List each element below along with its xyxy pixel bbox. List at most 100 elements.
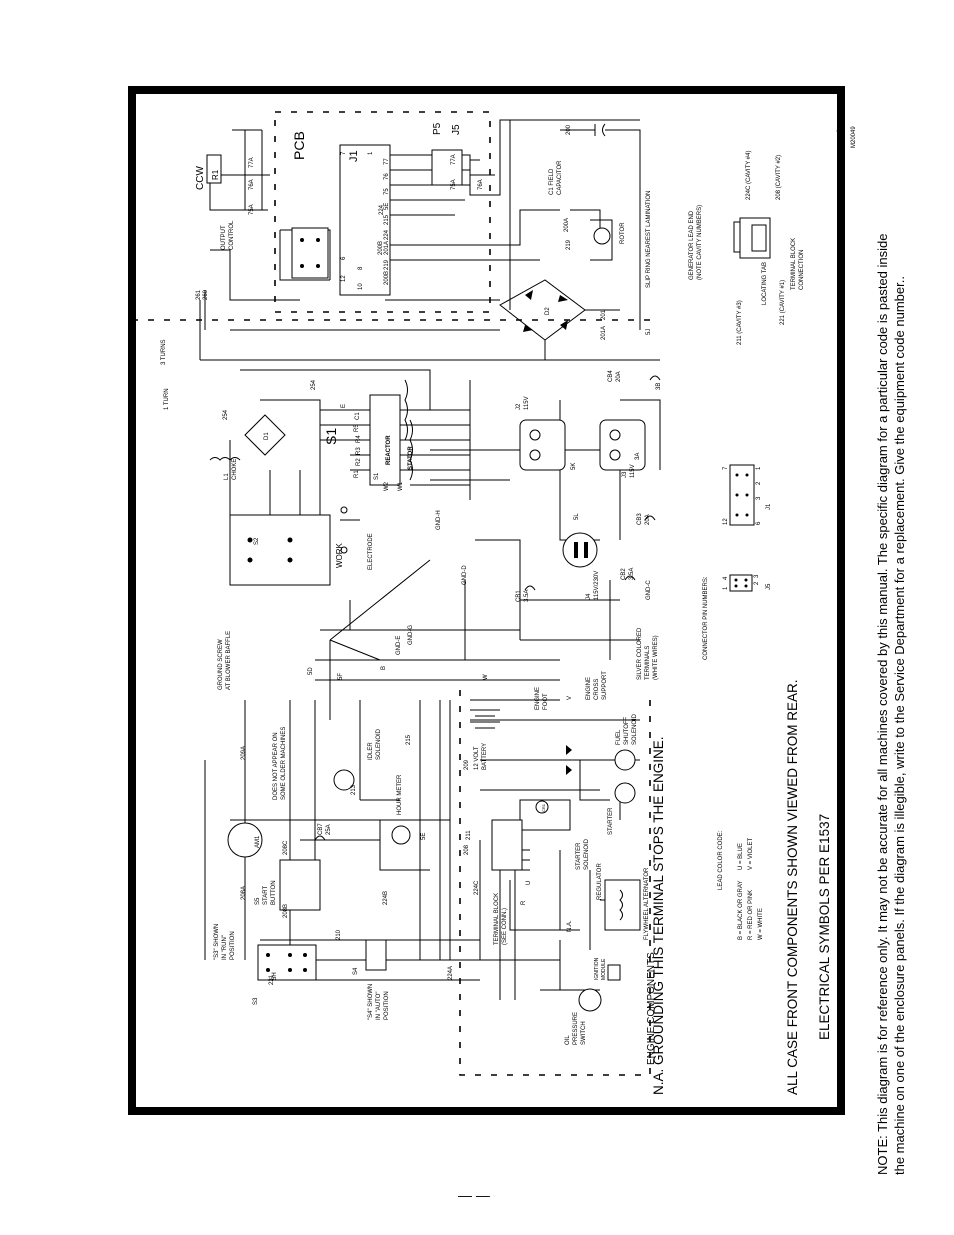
- choke-coil: [209, 457, 241, 461]
- s3-switch: [257, 944, 317, 981]
- svg-text:CONNECTION: CONNECTION: [799, 250, 805, 290]
- svg-text:SILVER COLORED: SILVER COLORED: [637, 627, 643, 680]
- wire-label: 77A: [249, 157, 255, 168]
- d1-bridge: [244, 414, 286, 456]
- j1-label: J1: [348, 150, 360, 162]
- wire-label: 77: [384, 158, 390, 165]
- svg-text:SOLENOID: SOLENOID: [376, 728, 382, 760]
- wire-label: B: [381, 666, 387, 670]
- j1-pin-number: 1: [756, 466, 762, 470]
- svg-text:SUPPORT: SUPPORT: [602, 671, 608, 700]
- j5-pin-number: 1: [723, 586, 729, 590]
- wire-label: 7: [341, 151, 347, 155]
- j2-receptacle: [519, 419, 566, 471]
- wire-label: 209: [464, 759, 470, 770]
- wire-label: 213: [351, 784, 357, 795]
- wire-label: 224B: [383, 891, 389, 905]
- wire-label: W: [483, 674, 489, 680]
- svg-text:CHOKE: CHOKE: [232, 459, 238, 480]
- svg-text:IN "RUN": IN "RUN": [222, 935, 228, 960]
- svg-text:BATTERY: BATTERY: [482, 743, 488, 770]
- svg-text:"S4" SHOWN: "S4" SHOWN: [368, 984, 374, 1020]
- wire-label: 75: [384, 188, 390, 195]
- svg-text:3.5A: 3.5A: [524, 590, 530, 602]
- wire-label: 76A: [249, 179, 255, 190]
- svg-text:LEAD COLOR CODE:: LEAD COLOR CODE:: [718, 830, 724, 890]
- svg-text:S5: S5: [255, 897, 261, 905]
- svg-text:LOCATING TAB: LOCATING TAB: [762, 262, 768, 305]
- electrode-label: ELECTRODE: [368, 533, 374, 570]
- svg-text:CROSS: CROSS: [594, 679, 600, 700]
- j5-pin-number: 3: [754, 574, 760, 578]
- svg-text:224C (CAVITY #4): 224C (CAVITY #4): [746, 151, 752, 200]
- wire-label: 215: [406, 734, 412, 745]
- s5-start-button: [279, 859, 321, 911]
- j1-pin-number: 7: [723, 466, 729, 470]
- wire-label: 209A: [241, 746, 247, 760]
- wire-label: 208: [464, 844, 470, 855]
- svg-text:(SEE CONN.): (SEE CONN.): [502, 908, 508, 945]
- svg-text:ENGINE COMPONENTS: ENGINE COMPONENTS: [646, 952, 657, 1065]
- svg-text:TERMINAL BLOCK: TERMINAL BLOCK: [791, 238, 797, 290]
- stator-coil: [409, 419, 413, 481]
- svg-text:D2: D2: [545, 307, 551, 315]
- svg-text:STARTER: STARTER: [608, 807, 614, 835]
- svg-text:the machine on one of the encl: the machine on one of the enclosure pane…: [892, 276, 907, 1175]
- svg-text:STARTER: STARTER: [576, 842, 582, 870]
- svg-text:211 (CAVITY #3): 211 (CAVITY #3): [737, 300, 743, 345]
- svg-text:J2: J2: [516, 403, 522, 410]
- svg-text:CB1: CB1: [516, 590, 522, 602]
- svg-text:B = BLACK OR GRAY: B = BLACK OR GRAY: [738, 881, 744, 940]
- reactor-coil: [404, 379, 408, 441]
- electrode-terminal: [340, 506, 348, 514]
- wire-label: 224: [384, 229, 390, 240]
- wire-label: R: [521, 900, 527, 905]
- wire-label: 219: [566, 239, 572, 250]
- j1-pin-number: 12: [723, 518, 729, 525]
- wire-label: S1: [374, 472, 380, 480]
- j4-receptacle: [562, 532, 598, 568]
- wire-label: 76: [384, 173, 390, 180]
- wire-label: 215: [384, 214, 390, 225]
- svg-text:3.5A: 3.5A: [629, 568, 635, 580]
- terminal-block: [491, 819, 523, 871]
- wire-label: 5H: [272, 972, 278, 980]
- symbols-note-text: ELECTRICAL SYMBOLS PER E1537: [817, 814, 832, 1040]
- svg-text:CB2: CB2: [621, 568, 627, 580]
- svg-text:OUTPUT: OUTPUT: [221, 225, 227, 250]
- wire-label: 10: [358, 283, 364, 290]
- wire-label: 261: [196, 289, 202, 300]
- svg-text:12 VOLT: 12 VOLT: [474, 746, 480, 770]
- wire-label: 208B: [283, 904, 289, 918]
- engine-components-label: ENGINE COMPONENTS: [646, 952, 657, 1065]
- svg-text:AT BLOWER BAFFLE: AT BLOWER BAFFLE: [226, 631, 232, 690]
- svg-text:A: A: [837, 129, 843, 133]
- svg-text:25A: 25A: [326, 824, 332, 835]
- oil-pressure-switch: [578, 988, 602, 1012]
- svg-text:W = WHITE: W = WHITE: [758, 908, 764, 940]
- revision-mark: A: [837, 129, 843, 133]
- svg-text:N.A.: N.A.: [567, 920, 573, 932]
- svg-text:PRESSURE: PRESSURE: [573, 1012, 579, 1045]
- wire-label: 260: [203, 289, 209, 300]
- wire-label: W2: [384, 481, 390, 491]
- wire-label: R2: [356, 458, 362, 466]
- reactor-block: [369, 394, 401, 486]
- wire-label: 208A: [241, 886, 247, 900]
- symbols-note: ELECTRICAL SYMBOLS PER E1537: [817, 814, 832, 1040]
- j1-pin-number: 3: [756, 496, 762, 500]
- cb2-breaker: CB2 3.5A: [621, 568, 636, 581]
- j5-pin-number: 2: [754, 581, 760, 585]
- idler-solenoid: [333, 769, 355, 791]
- s2-switch: [229, 514, 331, 586]
- cb4-breaker: CB4 20A: [608, 370, 661, 382]
- svg-text:208 (CAVITY #2): 208 (CAVITY #2): [776, 155, 782, 200]
- svg-text:J3: J3: [622, 471, 628, 478]
- wire-label: 3A: [635, 453, 641, 460]
- svg-text:3 TURNS: 3 TURNS: [161, 339, 167, 365]
- svg-text:CB4: CB4: [608, 370, 614, 382]
- svg-text:J1: J1: [766, 503, 772, 510]
- svg-text:L1: L1: [224, 473, 230, 480]
- wire-label: 201A: [384, 241, 390, 255]
